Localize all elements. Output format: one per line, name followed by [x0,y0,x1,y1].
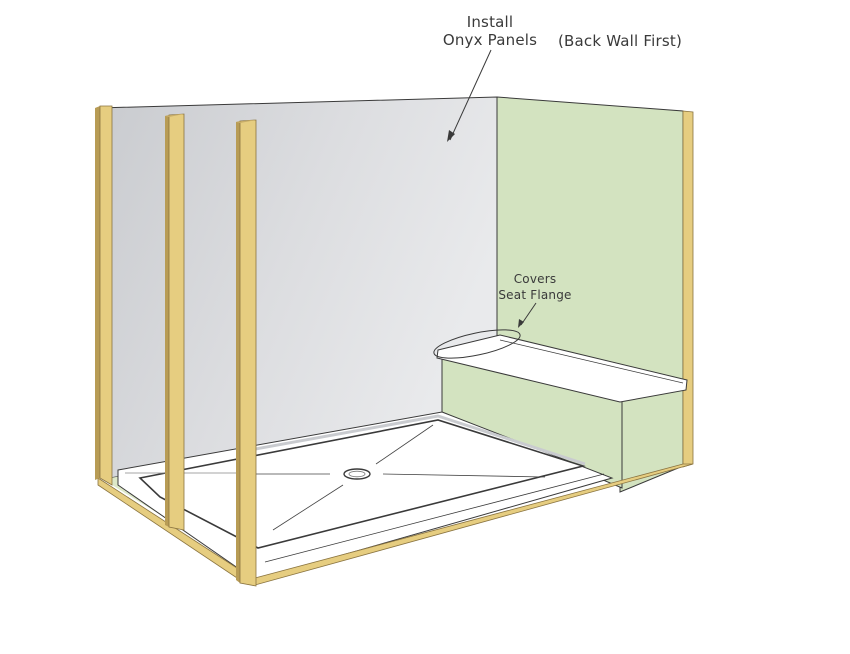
stud-right [682,110,694,468]
callout-back-wall-note: (Back Wall First) [557,32,683,50]
slope-line [382,473,546,478]
slope-line [272,484,344,531]
onyx-panels-arrow [449,49,492,141]
stud-left [95,105,113,486]
callout-install-line1: Install [466,13,514,31]
callout-install-line2: Onyx Panels [442,31,538,49]
seat-top [436,334,688,403]
stud-middle [165,113,185,531]
callout-seat-line2: Seat Flange [498,288,572,302]
seat-flange-arrow [520,302,537,326]
seat-flange-highlight [433,329,521,359]
arrowhead-icon [518,319,524,328]
drain-icon [343,468,371,480]
slope-line [375,424,434,465]
stud-front [236,119,257,587]
callout-seat-line1: Covers [513,272,557,286]
arrowhead-icon [447,130,455,142]
